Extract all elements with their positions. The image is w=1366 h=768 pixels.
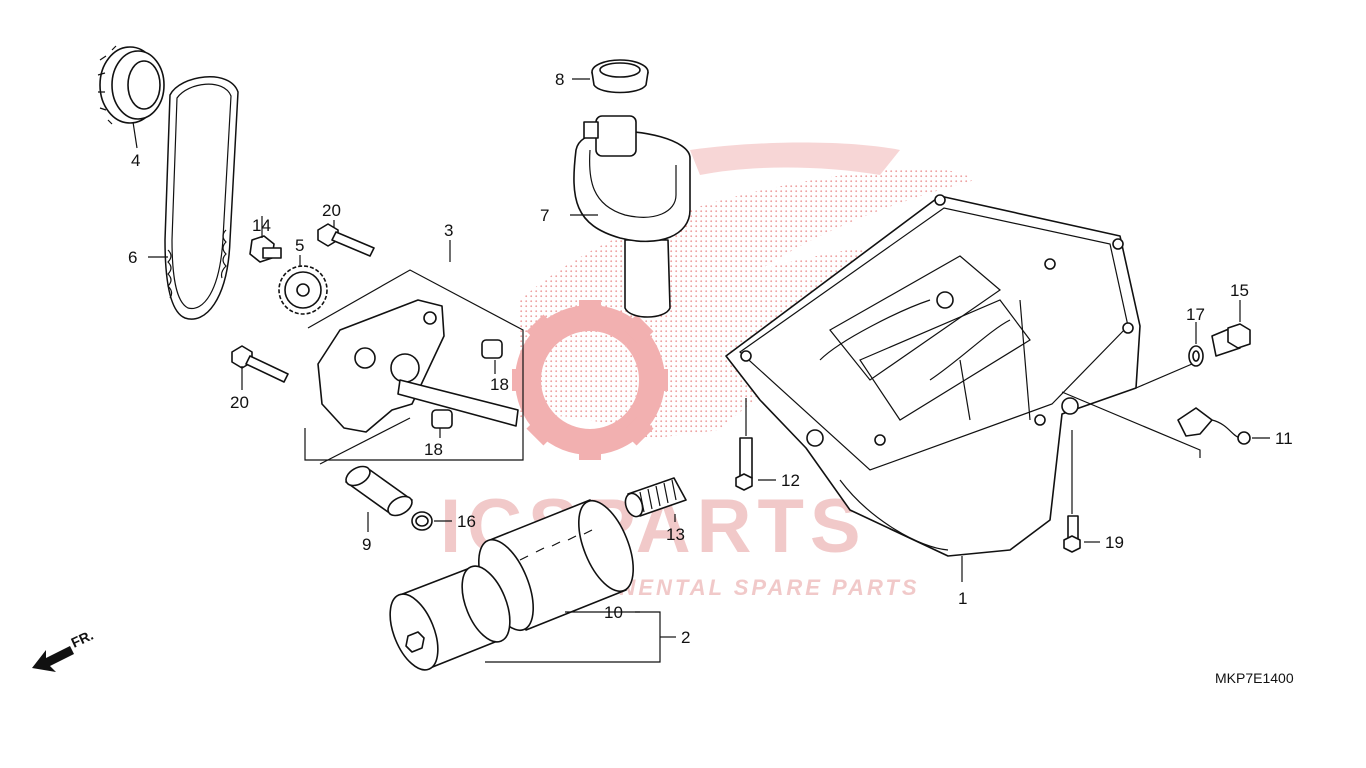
front-direction-arrow-icon xyxy=(32,646,74,672)
callout-2: 2 xyxy=(681,628,690,647)
diagram-code: MKP7E1400 xyxy=(1215,670,1294,686)
part-12-bolt xyxy=(735,437,753,491)
part-9-relief-valve xyxy=(345,465,413,517)
callout-20-upper: 20 xyxy=(322,201,341,220)
callout-1: 1 xyxy=(958,589,967,608)
callout-17: 17 xyxy=(1186,305,1205,324)
callout-18-upper: 18 xyxy=(490,375,509,394)
callout-6: 6 xyxy=(128,248,137,267)
callout-3: 3 xyxy=(444,221,453,240)
callout-16: 16 xyxy=(457,512,476,531)
callout-9: 9 xyxy=(362,535,371,554)
callout-13: 13 xyxy=(666,525,685,544)
part-11-clip xyxy=(1177,407,1251,445)
callout-5: 5 xyxy=(295,236,304,255)
callout-11: 11 xyxy=(1275,429,1293,448)
callout-14: 14 xyxy=(252,216,271,235)
callout-4: 4 xyxy=(131,151,140,170)
callout-20-lower: 20 xyxy=(230,393,249,412)
front-direction-label: FR. xyxy=(69,627,96,651)
callout-7: 7 xyxy=(540,206,549,225)
part-10-oil-filter-a xyxy=(478,499,634,632)
part-3-oil-pump xyxy=(304,269,524,465)
part-5-pump-sprocket xyxy=(278,265,328,315)
callout-8: 8 xyxy=(555,70,564,89)
part-20-bolt-upper xyxy=(317,223,375,257)
part-1-oil-pan xyxy=(725,194,1141,557)
part-17-sealing-washer xyxy=(1188,345,1204,367)
part-6-oil-pump-chain xyxy=(164,76,239,320)
part-15-drain-bolt xyxy=(1211,323,1251,357)
callout-12: 12 xyxy=(781,471,800,490)
part-10-oil-filter-b xyxy=(389,565,511,671)
part-20-bolt-lower xyxy=(231,345,289,383)
part-19-bolt xyxy=(1063,515,1081,553)
part-14-bolt xyxy=(249,235,282,263)
part-8-seal-cap xyxy=(591,59,649,94)
part-16-o-ring xyxy=(411,511,433,531)
part-7-oil-strainer xyxy=(573,115,691,318)
part-13-threaded-pipe xyxy=(624,477,687,518)
callout-18-lower: 18 xyxy=(424,440,443,459)
callout-19: 19 xyxy=(1105,533,1124,552)
callout-15: 15 xyxy=(1230,281,1249,300)
part-4-drive-sprocket xyxy=(97,45,165,125)
gear-icon xyxy=(512,300,668,460)
callout-10: 10 xyxy=(604,603,623,622)
